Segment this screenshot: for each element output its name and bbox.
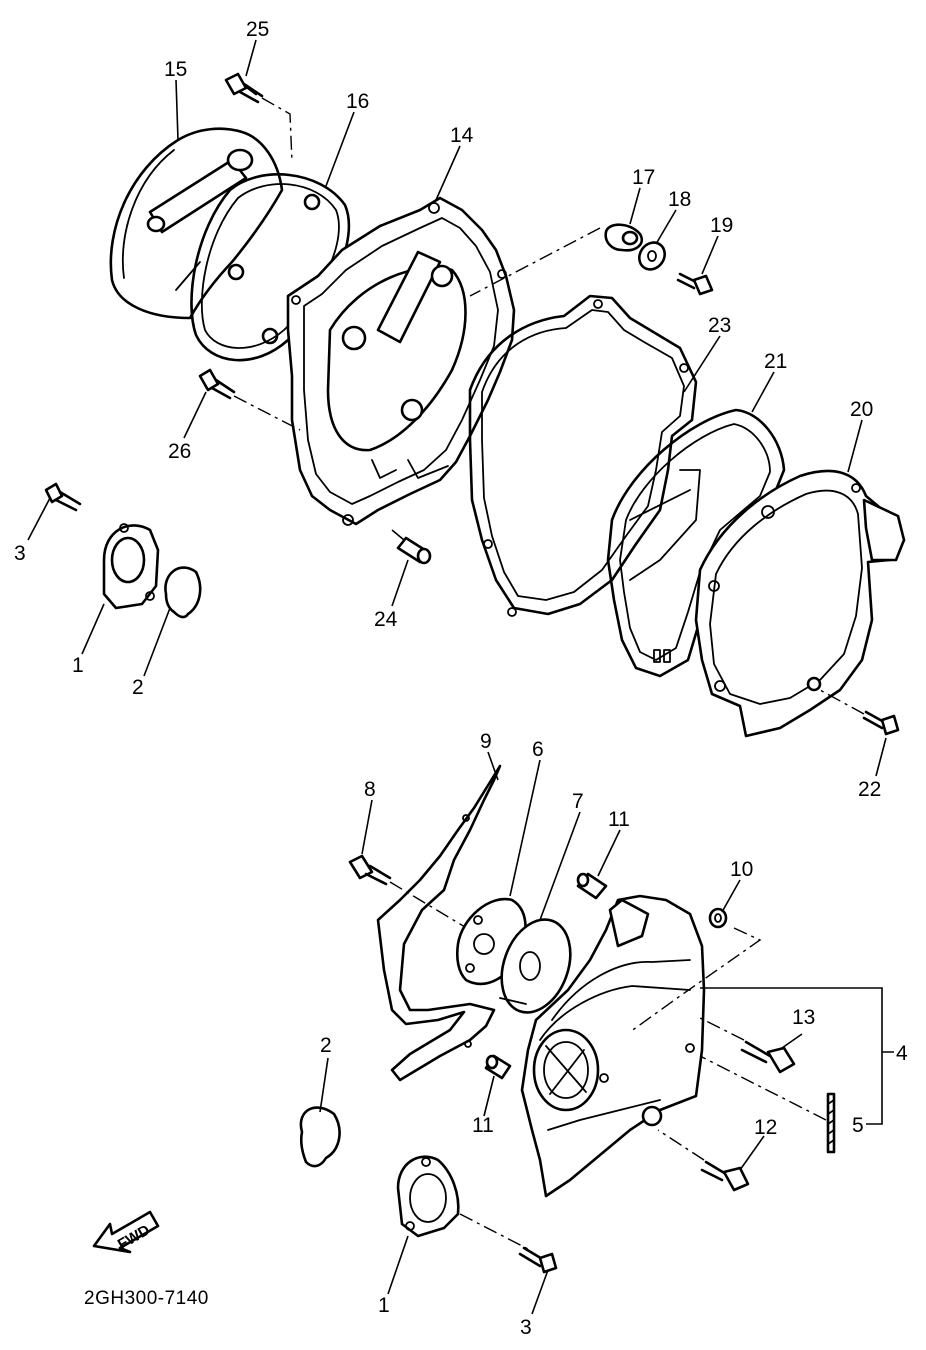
callout-19: 19 xyxy=(710,214,733,237)
part-4-clutch-cover xyxy=(520,894,706,1198)
leader-8-dash xyxy=(389,881,471,931)
leader-24-line xyxy=(391,529,405,541)
callout-11-lower: 11 xyxy=(472,1114,494,1137)
bracket-4-5 xyxy=(700,987,894,1125)
callout-15: 15 xyxy=(164,58,187,81)
part-2-oring-upper xyxy=(164,566,202,619)
drawing-code: 2GH300-7140 xyxy=(84,1288,209,1309)
callout-2-upper: 2 xyxy=(132,676,144,699)
part-8-bolt xyxy=(348,854,392,886)
callout-3-upper: 3 xyxy=(14,542,26,565)
part-15-cover-disc xyxy=(109,127,284,320)
part-2-oring-lower xyxy=(299,1106,341,1168)
part-24-dowel xyxy=(396,536,432,565)
callout-18: 18 xyxy=(668,188,691,211)
callout-4: 4 xyxy=(896,1042,908,1065)
leader-5-dash xyxy=(699,1055,827,1121)
part-25-bolt xyxy=(224,72,264,104)
callout-6: 6 xyxy=(532,738,544,761)
callout-8: 8 xyxy=(364,778,376,801)
callout-20: 20 xyxy=(850,398,873,421)
leader-17-dash xyxy=(469,227,601,297)
part-1-cap-lower xyxy=(396,1155,460,1238)
part-3-bolt-upper xyxy=(44,482,82,512)
part-21-gasket xyxy=(606,408,786,678)
part-7-rotor xyxy=(499,918,572,1014)
callout-5: 5 xyxy=(852,1114,864,1137)
part-9-gasket xyxy=(376,764,502,1082)
part-17-grommet xyxy=(604,223,643,252)
part-11-dowel-lower xyxy=(484,1054,512,1080)
leader-1-dash xyxy=(459,1213,531,1251)
leader-12-dash xyxy=(657,1129,705,1161)
part-14-crankcase-cover xyxy=(286,196,516,526)
callout-14: 14 xyxy=(450,124,474,147)
part-3-screw-lower xyxy=(518,1246,558,1274)
callout-24: 24 xyxy=(374,608,398,631)
callout-26: 26 xyxy=(168,440,191,463)
callout-9: 9 xyxy=(480,730,492,753)
callout-1-upper: 1 xyxy=(72,654,84,677)
part-10-grommet xyxy=(708,907,728,929)
callout-13: 13 xyxy=(792,1006,815,1029)
fwd-arrow-icon: FWD xyxy=(92,1210,160,1253)
callout-17: 17 xyxy=(632,166,655,189)
callout-7: 7 xyxy=(572,790,584,813)
part-22-screw xyxy=(862,710,900,736)
callout-23: 23 xyxy=(708,314,731,337)
leader-22-dash xyxy=(819,689,865,715)
leader-26-dash xyxy=(233,395,301,431)
callout-2-lower: 2 xyxy=(320,1034,332,1057)
part-13-bolt xyxy=(740,1040,796,1074)
callout-3-lower: 3 xyxy=(520,1316,532,1339)
part-19-screw xyxy=(676,272,714,296)
leader-25 xyxy=(261,97,293,163)
callout-16: 16 xyxy=(346,90,369,113)
callout-12: 12 xyxy=(754,1116,777,1139)
leader-13-dash xyxy=(699,1017,745,1041)
callout-25: 25 xyxy=(246,18,269,41)
part-5-plate xyxy=(826,1092,836,1154)
callout-11-upper: 11 xyxy=(608,808,630,831)
part-23-gasket xyxy=(468,294,698,617)
part-26-bolt xyxy=(198,368,236,400)
part-11-dowel-upper xyxy=(576,872,608,900)
callout-10: 10 xyxy=(730,858,753,881)
part-1-cap-upper xyxy=(102,523,160,610)
part-18-washer xyxy=(638,241,666,271)
part-20-generator-cover xyxy=(694,469,906,738)
callout-leaders xyxy=(27,39,887,1315)
callout-22: 22 xyxy=(858,778,881,801)
callout-1-lower: 1 xyxy=(378,1294,390,1317)
part-12-bolt xyxy=(700,1160,750,1192)
callout-21: 21 xyxy=(764,350,787,373)
